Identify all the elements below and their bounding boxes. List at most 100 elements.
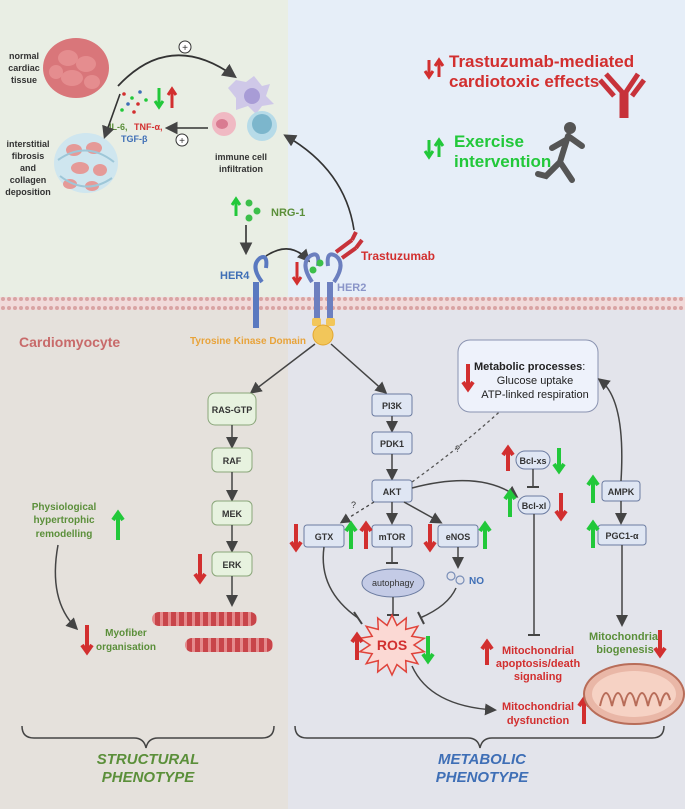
membrane-lipid <box>649 297 653 301</box>
membrane-lipid <box>493 297 497 301</box>
metabolic-brace <box>294 725 665 749</box>
arrow-akt-to-enos <box>403 501 443 524</box>
membrane-lipid <box>625 306 629 310</box>
membrane-lipid <box>505 306 509 310</box>
structural-phenotype-line1: STRUCTURAL <box>97 751 200 768</box>
membrane-lipid <box>67 297 71 301</box>
membrane-lipid <box>679 306 683 310</box>
membrane-lipid <box>529 306 533 310</box>
myofiber-icon <box>152 612 273 652</box>
immune-label-1: immune cell <box>215 152 267 162</box>
membrane-lipid <box>565 297 569 301</box>
up-arrow-icon <box>350 631 364 660</box>
tgf-label: TGF-β <box>121 134 148 144</box>
membrane-lipid <box>559 297 563 301</box>
mtor-node: mTOR <box>371 524 413 548</box>
inhibit-bar <box>417 611 425 625</box>
membrane-lipid <box>397 306 401 310</box>
il6-label: IL-6, <box>109 122 128 132</box>
membrane-lipid <box>493 306 497 310</box>
up-arrow-icon <box>478 520 492 549</box>
membrane-lipid <box>601 306 605 310</box>
membrane-lipid <box>517 306 521 310</box>
legend-trastuzumab-line1: Trastuzumab-mediated <box>449 52 634 71</box>
membrane-lipid <box>673 306 677 310</box>
membrane-lipid <box>7 306 11 310</box>
membrane-lipid <box>163 306 167 310</box>
myofiber-label-1: Myofiber <box>105 628 147 639</box>
antibody-icon <box>598 72 646 118</box>
membrane-lipid <box>223 306 227 310</box>
up-arrow-icon <box>501 444 515 471</box>
normal-tissue-label-3: tissue <box>11 75 37 85</box>
up-arrow-icon <box>433 57 445 77</box>
membrane-lipid <box>337 297 341 301</box>
mito-apoptosis-label-3: signaling <box>514 671 562 683</box>
membrane-lipid <box>373 306 377 310</box>
membrane-lipid <box>523 306 527 310</box>
membrane-lipid <box>187 306 191 310</box>
membrane-lipid <box>367 297 371 301</box>
membrane-lipid <box>13 297 17 301</box>
gtx-node: GTX <box>303 524 345 548</box>
membrane-lipid <box>529 297 533 301</box>
membrane-lipid <box>283 306 287 310</box>
membrane-lipid <box>229 306 233 310</box>
trastuzumab-antibody-icon <box>334 231 364 260</box>
membrane-lipid <box>343 297 347 301</box>
down-arrow-icon <box>80 625 94 656</box>
membrane-lipid <box>103 306 107 310</box>
membrane-lipid <box>409 306 413 310</box>
cell-membrane <box>0 297 685 310</box>
immune-cells-icon <box>212 76 277 141</box>
membrane-lipid <box>235 306 239 310</box>
membrane-lipid <box>199 306 203 310</box>
bclxl-node: Bcl-xl <box>517 495 551 515</box>
membrane-lipid <box>433 306 437 310</box>
membrane-lipid <box>295 306 299 310</box>
membrane-lipid <box>547 306 551 310</box>
ras-node: RAS-GTP <box>207 392 257 426</box>
membrane-lipid <box>355 306 359 310</box>
down-arrow-icon <box>552 448 566 475</box>
membrane-lipid <box>649 306 653 310</box>
membrane-lipid <box>589 297 593 301</box>
membrane-lipid <box>121 306 125 310</box>
her4-receptor <box>253 255 269 328</box>
membrane-lipid <box>157 297 161 301</box>
membrane-lipid <box>457 306 461 310</box>
her4-label: HER4 <box>220 270 250 282</box>
membrane-lipid <box>13 306 17 310</box>
membrane-lipid <box>19 306 23 310</box>
membrane-lipid <box>79 297 83 301</box>
svg-text:AMPK: AMPK <box>608 487 635 497</box>
membrane-lipid <box>103 297 107 301</box>
pgc1a-node: PGC1-α <box>597 524 647 546</box>
membrane-lipid <box>547 297 551 301</box>
structural-phenotype-line2: PHENOTYPE <box>102 769 196 786</box>
up-arrow-icon <box>344 520 358 549</box>
membrane-lipid <box>511 297 515 301</box>
membrane-lipid <box>217 297 221 301</box>
down-arrow-icon <box>289 524 303 553</box>
membrane-lipid <box>265 297 269 301</box>
myofiber-label-2: organisation <box>96 642 156 653</box>
bg-top-right <box>288 0 685 302</box>
down-arrow-icon <box>291 262 303 286</box>
plus-badge-1: + <box>178 40 192 54</box>
membrane-lipid <box>157 306 161 310</box>
membrane-lipid <box>367 306 371 310</box>
membrane-lipid <box>589 306 593 310</box>
membrane-lipid <box>307 297 311 301</box>
fibrosis-label-5: deposition <box>5 187 51 197</box>
physio-label-2: hypertrophic <box>33 515 95 526</box>
inhibit-no-ros <box>419 587 457 619</box>
membrane-lipid <box>139 306 143 310</box>
legend-exercise-line1: Exercise <box>454 132 524 151</box>
legend-trastuzumab-line2: cardiotoxic effects <box>449 72 599 91</box>
membrane-lipid <box>619 306 623 310</box>
membrane-lipid <box>385 306 389 310</box>
membrane-lipid <box>421 297 425 301</box>
membrane-lipid <box>55 306 59 310</box>
membrane-lipid <box>385 297 389 301</box>
